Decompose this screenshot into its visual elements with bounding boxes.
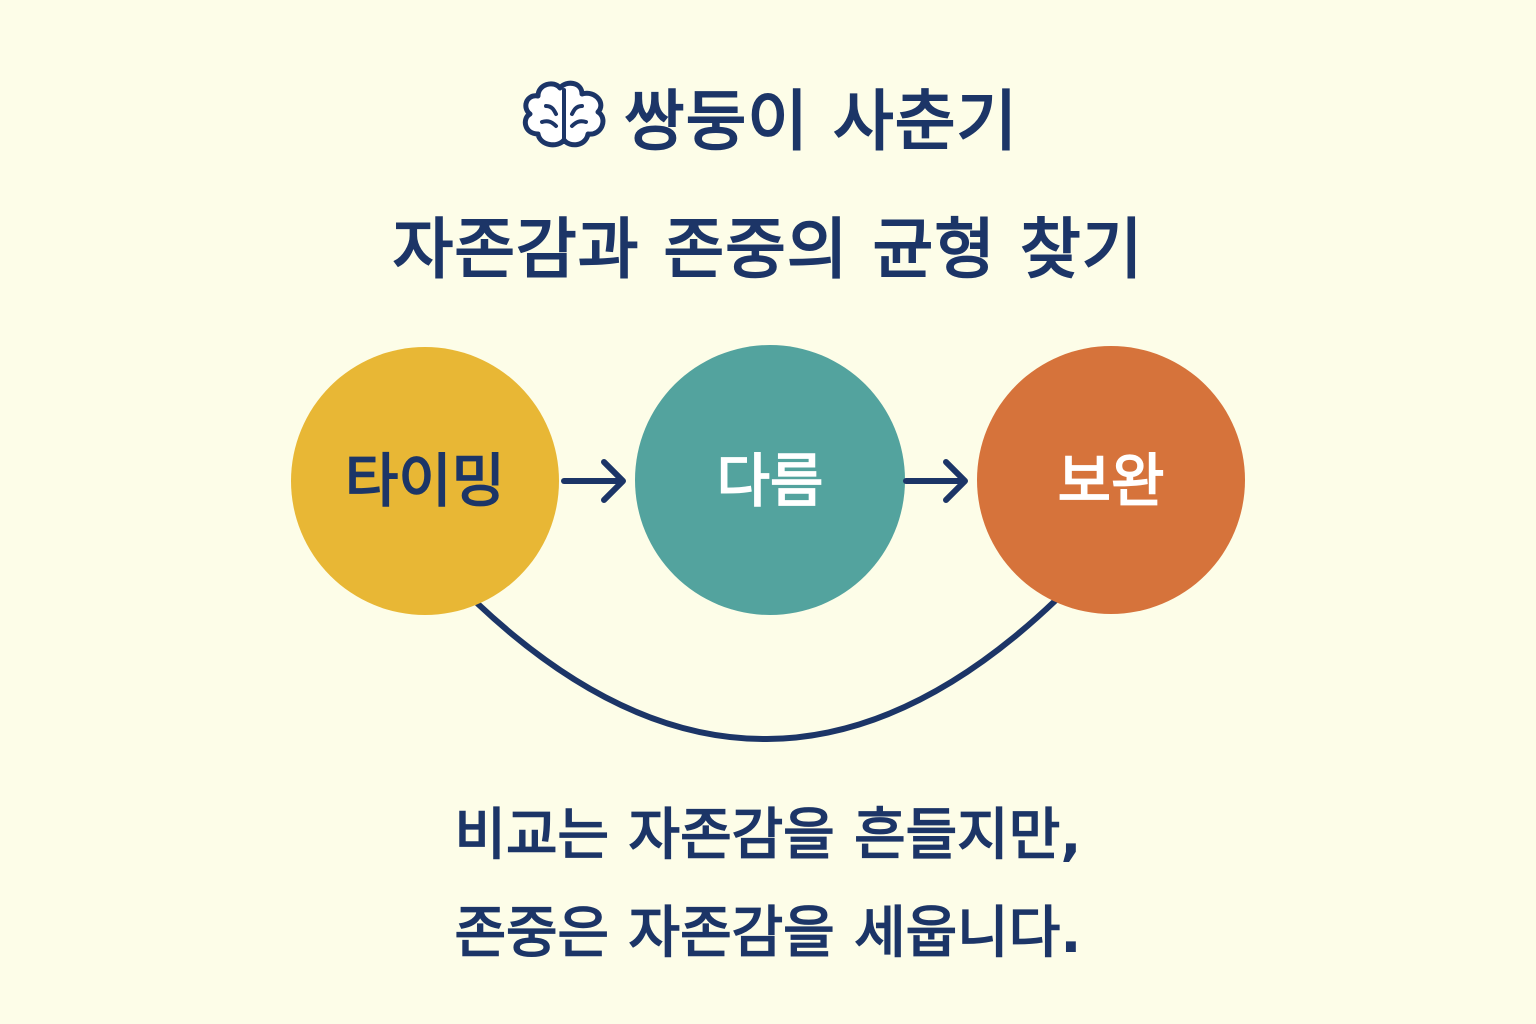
node-label-complement: 보완 [1057, 447, 1165, 515]
node-label-difference: 다름 [716, 447, 824, 515]
message-line-1: 비교는 자존감을 흔들지만, [454, 803, 1082, 868]
brain-icon [522, 80, 606, 148]
node-circle-timing [291, 347, 559, 615]
node-circle-difference [635, 345, 905, 615]
loop-arc [475, 597, 1059, 742]
title-text-1: 쌍둥이 사춘기 [623, 83, 1019, 160]
title-line-2: 자존감과 존중의 균형 찾기 [392, 211, 1144, 288]
node-label-timing: 타이밍 [344, 447, 506, 515]
arrow-right-icon [903, 459, 968, 503]
node-circle-complement [977, 346, 1245, 614]
arrow-right-icon [561, 459, 626, 503]
title-line-1: 쌍둥이 사춘기 [0, 68, 1536, 164]
message-line-2: 존중은 자존감을 세웁니다. [454, 901, 1082, 966]
